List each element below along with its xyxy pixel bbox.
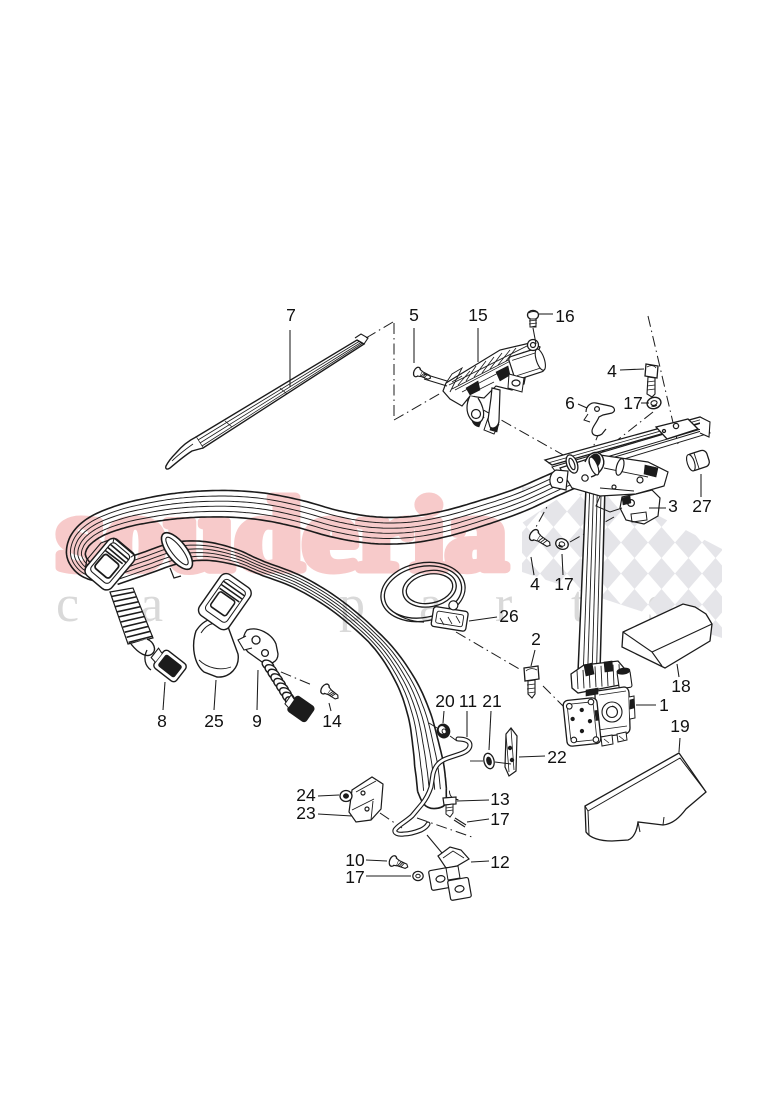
svg-text:11: 11: [459, 691, 477, 711]
svg-text:12: 12: [490, 852, 509, 872]
svg-text:24: 24: [296, 785, 316, 805]
svg-text:6: 6: [565, 393, 575, 413]
svg-text:1: 1: [659, 695, 669, 715]
svg-text:25: 25: [204, 711, 223, 731]
svg-text:4: 4: [530, 574, 540, 594]
svg-text:18: 18: [671, 676, 690, 696]
svg-text:14: 14: [322, 711, 342, 731]
svg-text:15: 15: [468, 305, 487, 325]
svg-text:17: 17: [345, 867, 364, 887]
svg-text:23: 23: [296, 803, 315, 823]
svg-text:8: 8: [157, 711, 167, 731]
svg-text:26: 26: [499, 606, 518, 626]
svg-text:c: c: [56, 576, 79, 633]
svg-text:10: 10: [345, 850, 365, 870]
svg-text:r: r: [495, 576, 512, 633]
svg-text:7: 7: [286, 305, 296, 325]
svg-text:17: 17: [554, 574, 573, 594]
svg-text:3: 3: [668, 496, 678, 516]
svg-text:17: 17: [623, 393, 642, 413]
svg-text:13: 13: [490, 789, 509, 809]
svg-text:20: 20: [435, 691, 455, 711]
svg-text:19: 19: [670, 716, 689, 736]
svg-text:27: 27: [692, 496, 711, 516]
svg-text:22: 22: [547, 747, 566, 767]
svg-text:17: 17: [490, 809, 509, 829]
svg-text:5: 5: [409, 305, 419, 325]
svg-text:21: 21: [482, 691, 501, 711]
svg-text:4: 4: [607, 361, 617, 381]
svg-text:9: 9: [252, 711, 262, 731]
svg-text:p: p: [339, 576, 365, 633]
svg-text:2: 2: [531, 629, 541, 649]
svg-text:16: 16: [555, 306, 574, 326]
